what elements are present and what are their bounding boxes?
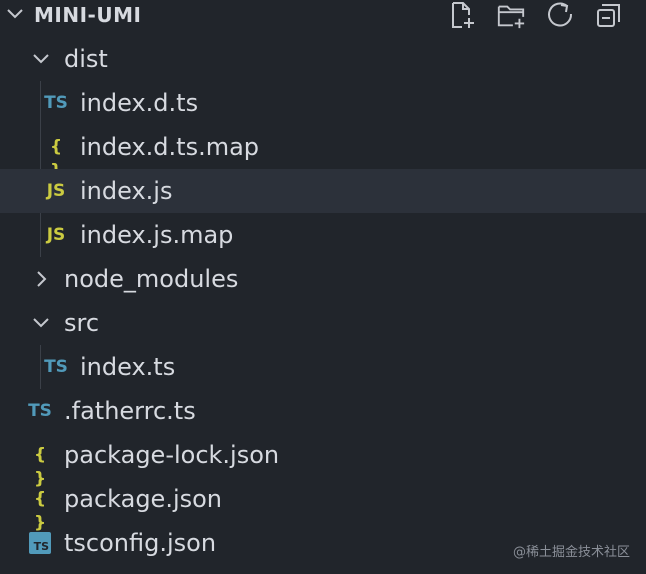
tree-file-index-d-ts-map[interactable]: { } index.d.ts.map bbox=[0, 125, 646, 181]
tree-file-package-json[interactable]: { } package.json bbox=[0, 477, 646, 533]
tree-item-label: tsconfig.json bbox=[64, 529, 217, 557]
javascript-icon: JS bbox=[46, 181, 66, 201]
tree-item-label: package.json bbox=[64, 485, 223, 513]
chevron-down-icon bbox=[33, 54, 49, 64]
watermark: @稀土掘金技术社区 bbox=[512, 545, 630, 560]
json-icon: { } bbox=[49, 137, 63, 181]
explorer-title: MINI-UMI bbox=[34, 3, 142, 27]
tree-file-package-lock-json[interactable]: { } package-lock.json bbox=[0, 433, 646, 489]
chevron-right-icon bbox=[37, 271, 47, 287]
tree-file-index-js[interactable]: JS index.js bbox=[0, 169, 646, 213]
explorer-header[interactable]: MINI-UMI bbox=[0, 0, 646, 32]
indent-guide bbox=[40, 345, 41, 389]
json-icon: { } bbox=[33, 445, 47, 489]
refresh-icon bbox=[548, 2, 573, 27]
typescript-icon: TS bbox=[28, 401, 52, 421]
tree-item-label: .fatherrc.ts bbox=[64, 397, 196, 425]
tree-folder-node-modules[interactable]: node_modules bbox=[0, 257, 646, 301]
tree-folder-dist[interactable]: dist bbox=[0, 37, 646, 81]
new-folder-icon bbox=[497, 5, 525, 29]
tree-item-label: node_modules bbox=[64, 265, 239, 293]
collapse-all-icon bbox=[597, 4, 620, 27]
tree-file-tsconfig-json[interactable]: TS tsconfig.json bbox=[0, 521, 646, 565]
javascript-icon: JS bbox=[46, 225, 66, 245]
tree-item-label: index.ts bbox=[80, 353, 176, 381]
tree-folder-src[interactable]: src bbox=[0, 301, 646, 345]
tree-item-label: index.js.map bbox=[80, 221, 234, 249]
typescript-icon: TS bbox=[44, 357, 68, 377]
tree-item-label: dist bbox=[64, 45, 108, 73]
chevron-down-icon bbox=[33, 318, 49, 328]
chevron-down-icon[interactable] bbox=[4, 3, 26, 25]
typescript-icon: TS bbox=[44, 93, 68, 113]
tree-item-label: src bbox=[64, 309, 100, 337]
explorer-actions bbox=[447, 0, 624, 30]
tree-file-index-ts[interactable]: TS index.ts bbox=[0, 345, 646, 389]
new-file-button[interactable] bbox=[447, 0, 477, 30]
tree-item-label: index.js bbox=[80, 177, 173, 205]
tree-file-index-js-map[interactable]: JS index.js.map bbox=[0, 213, 646, 257]
tree-item-label: index.d.ts.map bbox=[80, 133, 260, 161]
tree-item-label: index.d.ts bbox=[80, 89, 199, 117]
tree-file-fatherrc-ts[interactable]: TS .fatherrc.ts bbox=[0, 389, 646, 433]
collapse-all-button[interactable] bbox=[594, 0, 624, 30]
new-folder-button[interactable] bbox=[496, 0, 526, 30]
tsconfig-icon-text: TS bbox=[33, 540, 49, 553]
new-file-icon bbox=[452, 2, 474, 28]
tree-item-label: package-lock.json bbox=[64, 441, 280, 469]
json-icon: { } bbox=[33, 489, 47, 533]
tsconfig-icon: TS bbox=[29, 532, 51, 554]
refresh-button[interactable] bbox=[545, 0, 575, 30]
tree-file-index-d-ts[interactable]: TS index.d.ts bbox=[0, 81, 646, 125]
